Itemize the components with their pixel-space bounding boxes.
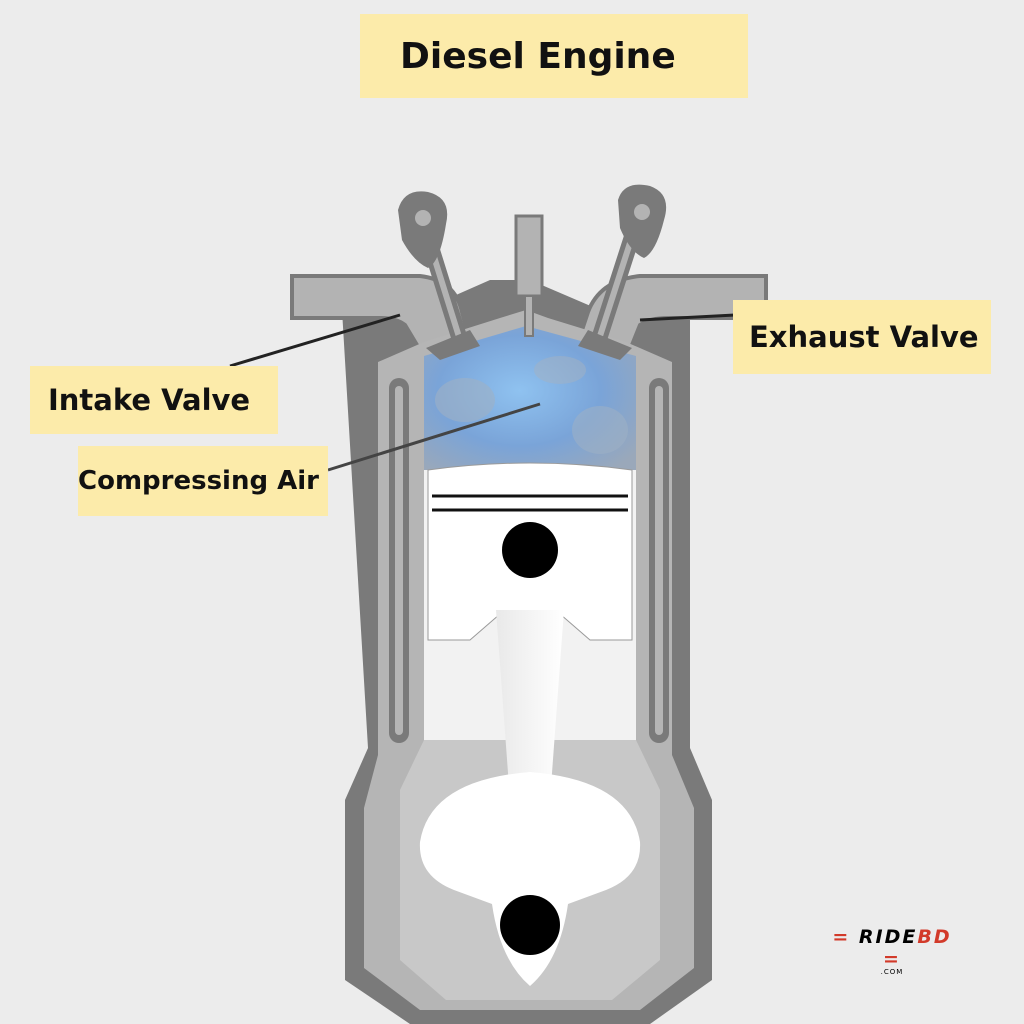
logo-dash-right: = [883,948,901,970]
ridebd-logo: = RIDEBD = .COM [822,926,962,976]
exhaust-rocker-pivot [634,204,650,220]
air-cloud [435,378,495,422]
logo-text-accent: BD [917,926,952,948]
exhaust-valve-head [578,330,632,360]
exhaust-valve-label: Exhaust Valve [733,300,991,374]
intake-valve-label: Intake Valve [30,366,278,434]
cooling-slot-right-inner [655,386,663,735]
logo-subtext: .COM [880,968,904,976]
intake-valve-head [426,330,480,360]
intake-rocker-pivot [415,210,431,226]
callout-line-air [327,402,541,472]
air-cloud [572,406,628,454]
cooling-slot-left-inner [395,386,403,735]
callout-line-exhaust [639,313,736,322]
logo-dash-left: = [832,926,851,948]
air-cloud [534,356,586,384]
fuel-injector-body [514,214,544,298]
connecting-rod [496,610,564,800]
fuel-injector-nozzle [524,295,534,337]
callout-line-intake [229,313,401,368]
logo-text-main: RIDE [858,926,918,948]
crank-counterweight [419,772,641,986]
page-title: Diesel Engine [360,14,748,98]
piston-pin [502,522,558,578]
exhaust-rocker-arm [618,184,667,258]
intake-rocker-arm [398,191,448,268]
crankshaft-pin [500,895,560,955]
compressing-air-label: Compressing Air [78,446,328,516]
